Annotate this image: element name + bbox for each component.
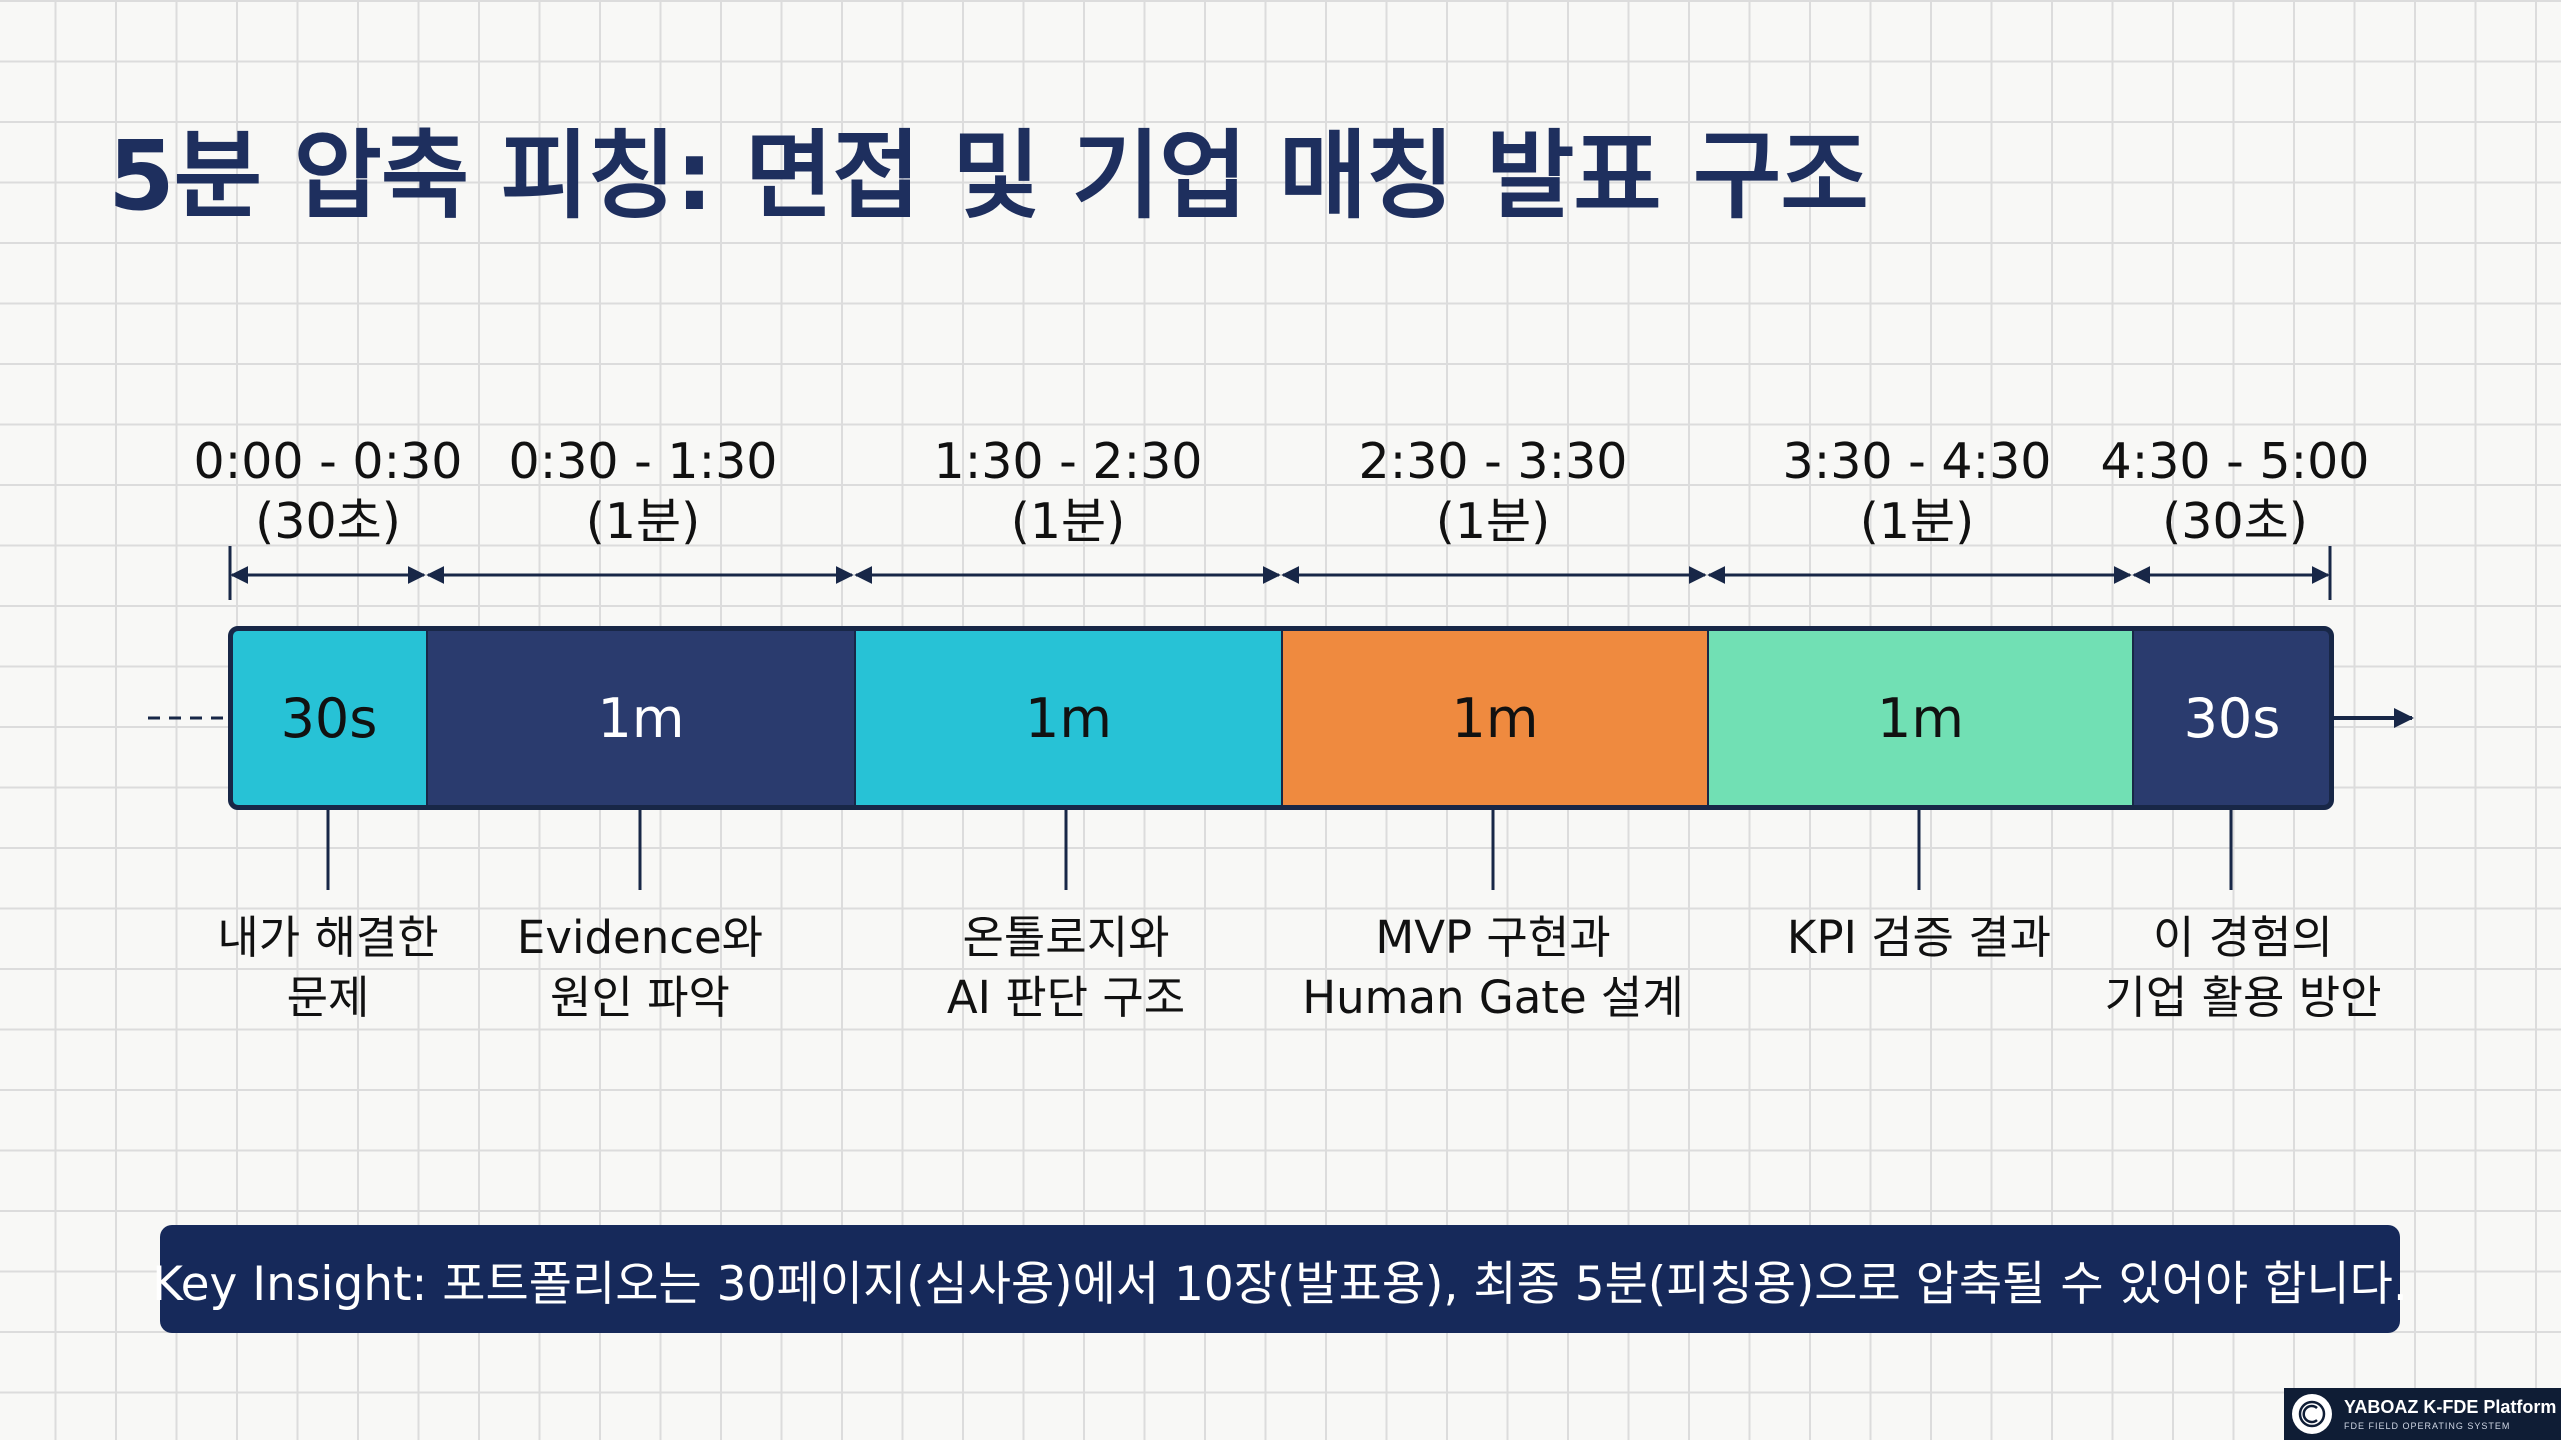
timeline-segment-6: 30s <box>2132 630 2330 806</box>
segment-label: 30s <box>2183 686 2281 750</box>
timeline-segment-1: 30s <box>232 630 426 806</box>
platform-name: YABOAZ K-FDE Platform <box>2344 1396 2557 1417</box>
time-label-3: 1:30 - 2:30(1분) <box>933 433 1203 550</box>
dimension-ticks <box>228 546 2332 600</box>
time-label-6: 4:30 - 5:00(30초) <box>2100 433 2370 550</box>
timeline-segment-2: 1m <box>426 630 854 806</box>
page-title: 5분 압축 피칭: 면접 및 기업 매칭 발표 구조 <box>108 120 1869 232</box>
desc-label-5: KPI 검증 결과 <box>1786 911 2052 964</box>
time-label-5: 3:30 - 4:30(1분) <box>1782 433 2052 550</box>
platform-subtitle: FDE FIELD OPERATING SYSTEM <box>2344 1420 2511 1431</box>
time-label-2: 0:30 - 1:30(1분) <box>508 433 778 550</box>
segment-label: 1m <box>1877 686 1964 750</box>
connector-lines <box>326 810 2233 890</box>
segment-label: 1m <box>1025 686 1112 750</box>
segment-label: 1m <box>1451 686 1539 750</box>
platform-logo-icon <box>2292 1394 2332 1434</box>
segment-label: 1m <box>597 686 685 750</box>
time-label-1: 0:00 - 0:30(30초) <box>193 433 463 550</box>
timeline-segment-3: 1m <box>854 630 1281 806</box>
key-insight-text: Key Insight: 포트폴리오는 30페이지(심사용)에서 10장(발표용… <box>152 1256 2408 1312</box>
timeline-segment-5: 1m <box>1707 630 2132 806</box>
time-label-4: 2:30 - 3:30(1분) <box>1358 433 1628 550</box>
segment-label: 30s <box>280 686 378 750</box>
key-insight-banner: Key Insight: 포트폴리오는 30페이지(심사용)에서 10장(발표용… <box>152 1225 2408 1333</box>
platform-badge: YABOAZ K-FDE Platform FDE FIELD OPERATIN… <box>2284 1388 2561 1440</box>
timeline-segment-4: 1m <box>1281 630 1707 806</box>
